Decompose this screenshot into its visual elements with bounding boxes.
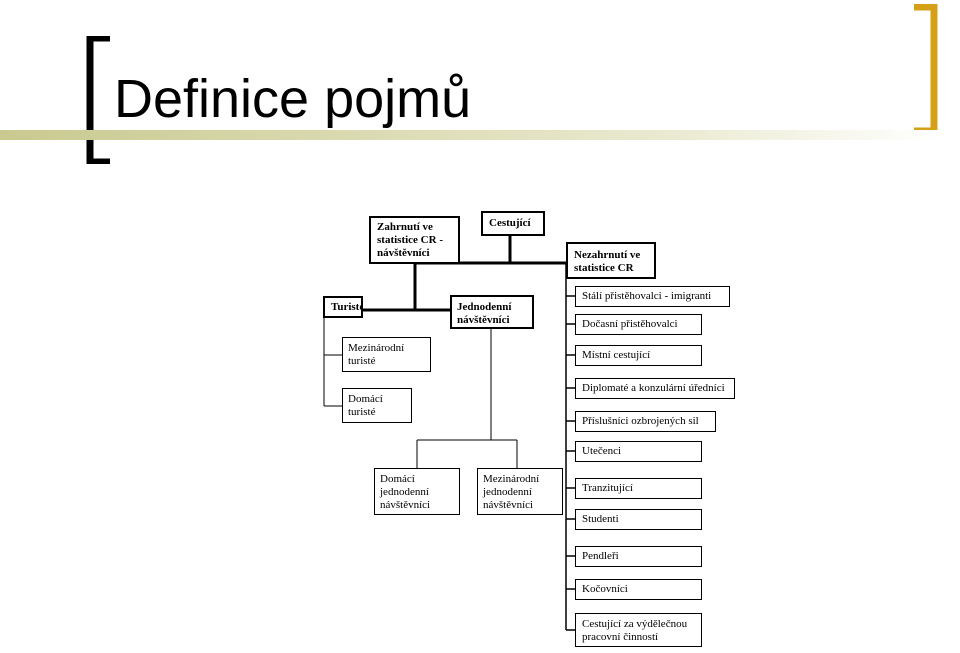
domestic-day-visitors-node: Domácí jednodenní návštěvníci [374,468,460,515]
excluded-item-students: Studenti [575,509,702,530]
excluded-item-paid-work-travellers: Cestující za výdělečnou pracovní činnost… [575,613,702,647]
left-bracket-decoration [86,36,110,164]
excluded-item-local-travellers: Místní cestující [575,345,702,366]
excluded-item-nomads: Kočovníci [575,579,702,600]
international-tourists-node: Mezinárodní turisté [342,337,431,372]
included-visitors-node: Zahrnutí ve statistice CR - návštěvníci [369,216,460,264]
excluded-item-transit: Tranzitující [575,478,702,499]
slide-title: Definice pojmů [114,69,472,129]
tourists-node: Turisté [323,296,363,318]
excluded-item-armed-forces: Příslušníci ozbrojených sil [575,411,716,432]
excluded-item-commuters: Pendleři [575,546,702,567]
excluded-item-refugees: Utečenci [575,441,702,462]
excluded-item-permanent-immigrants: Stálí přistěhovalci - imigranti [575,286,730,307]
domestic-tourists-node: Domácí turisté [342,388,412,423]
excluded-item-diplomats: Diplomaté a konzulární úředníci [575,378,735,399]
root-node-travellers: Cestující [481,211,545,236]
excluded-node: Nezahrnutí ve statistice CR [566,242,656,279]
international-day-visitors-node: Mezinárodní jednodenní návštěvníci [477,468,563,515]
title-underline-rule [0,130,940,140]
excluded-item-temporary-immigrants: Dočasní přistěhovalci [575,314,702,335]
day-visitors-node: Jednodenní návštěvníci [450,295,534,329]
